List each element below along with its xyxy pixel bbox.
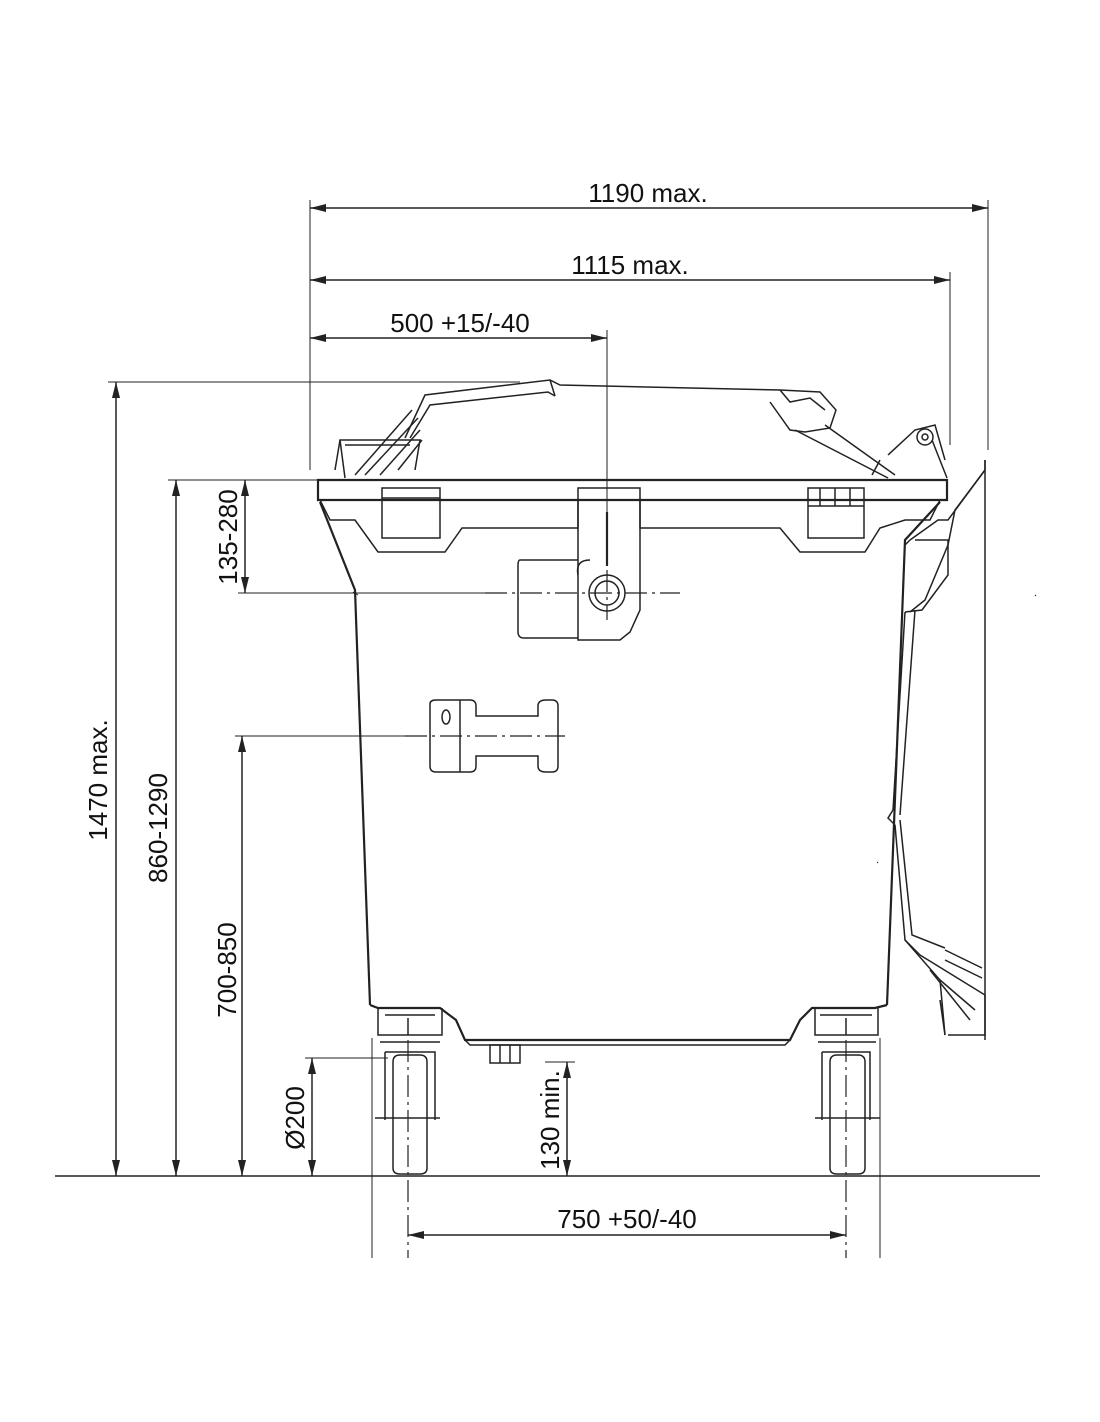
wheel-track-label: 750 +50/-40: [557, 1204, 697, 1234]
trunnion-assembly: [485, 487, 680, 641]
ground-clearance-label: 130 min.: [535, 1070, 565, 1170]
handle-height-label: 700-850: [212, 922, 242, 1017]
container-body: [316, 478, 949, 1064]
lifting-arm: [876, 460, 1037, 1040]
pivot-offset-label: 500 +15/-40: [390, 308, 530, 338]
overall-height-label: 1470 max.: [83, 719, 113, 840]
rim-height-label: 860-1290: [143, 773, 173, 883]
wheel-diameter-label: Ø200: [280, 1086, 310, 1150]
pivot-drop-label: 135-280: [213, 489, 243, 584]
lid-width-label: 1115 max.: [571, 250, 689, 280]
wheel-left: [375, 1008, 443, 1258]
lid-handle: [334, 379, 948, 479]
dimension-lines: [108, 200, 989, 1258]
wheel-right: [814, 1008, 880, 1258]
side-handle: [405, 699, 565, 773]
overall-width-label: 1190 max.: [588, 178, 707, 208]
